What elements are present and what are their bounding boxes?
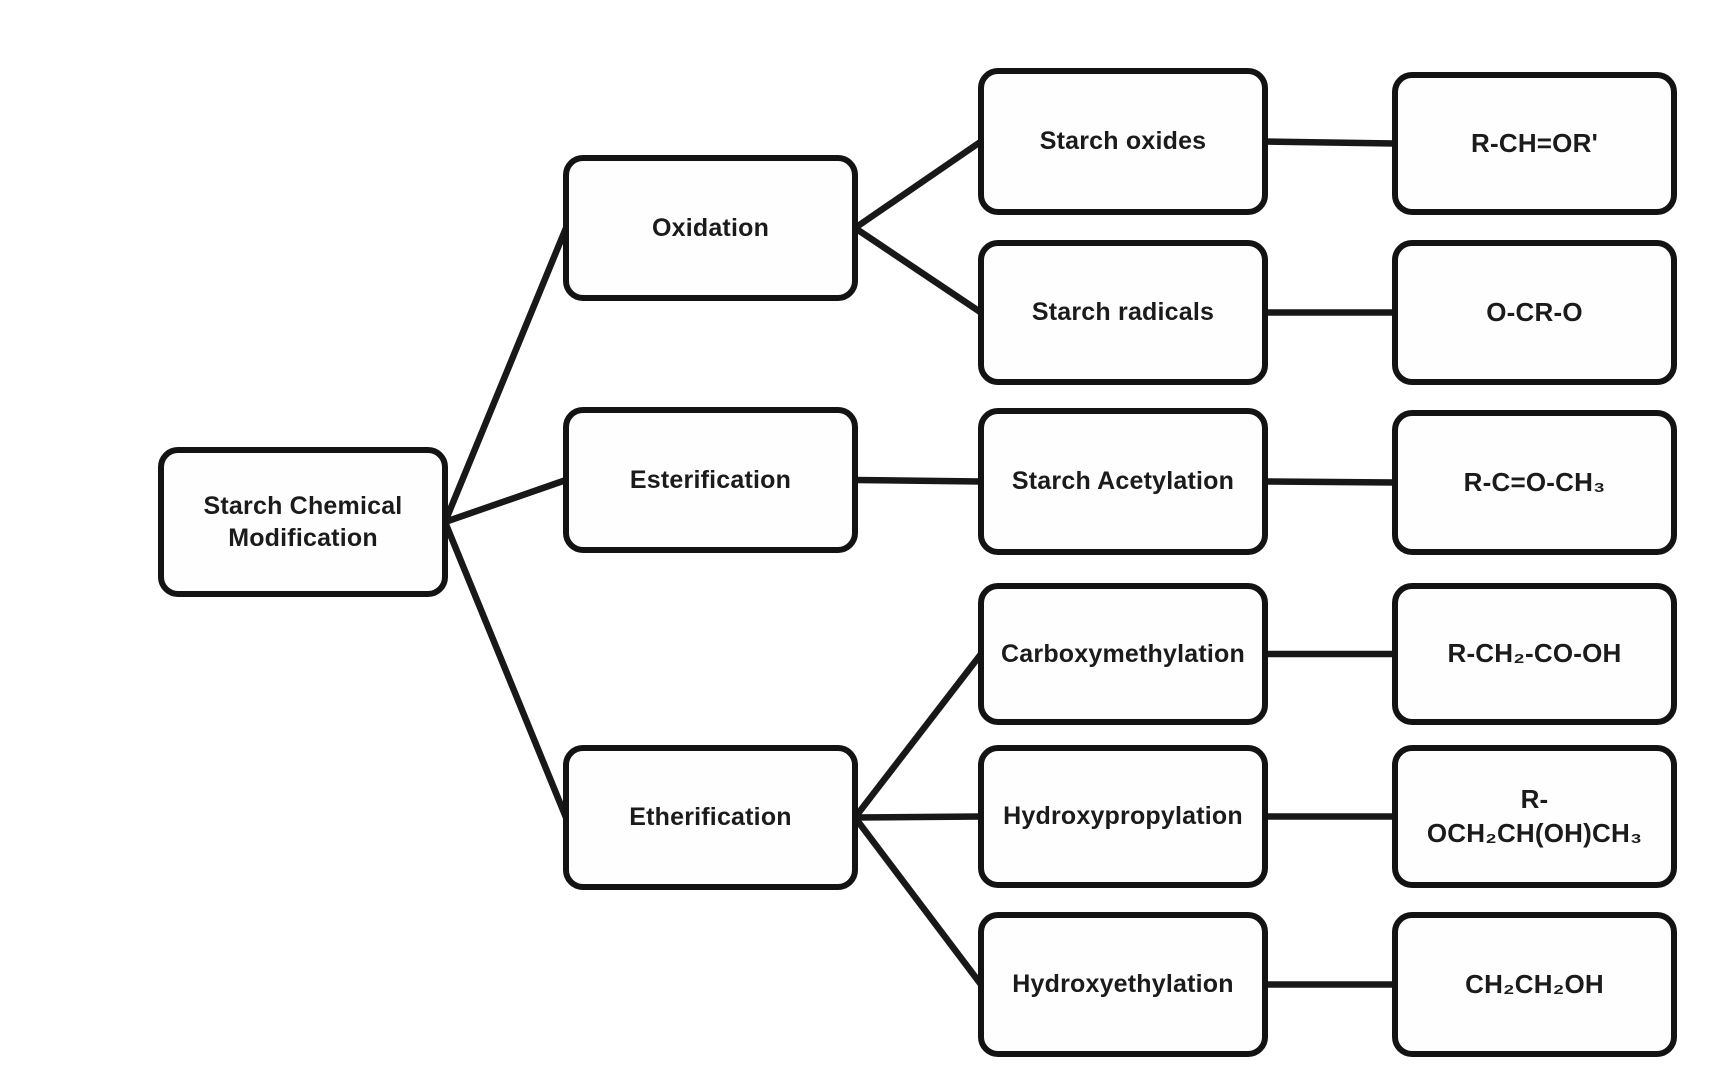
node-label: R-C=O-CH₃ bbox=[1463, 466, 1606, 497]
node-formula-o-cr-o: O-CR-O bbox=[1392, 240, 1677, 385]
connector-starch_acetylation-formula_starch_acetylation bbox=[1264, 478, 1396, 486]
connector-etherification-hydroxypropylation bbox=[854, 813, 982, 821]
node-label: Etherification bbox=[629, 803, 792, 832]
connector-oxidation-starch_radicals bbox=[853, 225, 983, 316]
node-formula-ch2ch2oh: CH₂CH₂OH bbox=[1392, 912, 1677, 1057]
node-label: CH₂CH₂OH bbox=[1465, 968, 1604, 999]
node-formula-r-ch2-co-oh: R-CH₂-CO-OH bbox=[1392, 583, 1677, 725]
node-label: Oxidation bbox=[651, 213, 770, 242]
connector-oxidation-starch_oxides bbox=[853, 138, 983, 231]
node-label: Hydroxyethylation bbox=[1012, 970, 1234, 999]
node-label: R-OCH₂CH(OH)CH₃ bbox=[1426, 783, 1643, 848]
connector-starch_oxides-formula_starch_oxides bbox=[1264, 138, 1396, 147]
connector-root-etherification bbox=[441, 520, 570, 819]
node-label: R-CH₂-CO-OH bbox=[1447, 638, 1622, 669]
node-oxidation: Oxidation bbox=[563, 155, 858, 301]
node-formula-r-c-o-ch3: R-C=O-CH₃ bbox=[1392, 410, 1677, 555]
node-formula-r-och2ch-oh-ch3: R-OCH₂CH(OH)CH₃ bbox=[1392, 745, 1677, 888]
node-label: Hydroxypropylation bbox=[1003, 802, 1243, 831]
node-starch-radicals: Starch radicals bbox=[978, 240, 1268, 385]
node-label: Carboxymethylation bbox=[1001, 639, 1245, 668]
node-esterification: Esterification bbox=[563, 407, 858, 553]
node-etherification: Etherification bbox=[563, 745, 858, 890]
node-hydroxyethylation: Hydroxyethylation bbox=[978, 912, 1268, 1057]
connector-root-oxidation bbox=[441, 226, 570, 524]
connector-etherification-hydroxyethylation bbox=[852, 815, 984, 987]
connector-etherification-carboxymethylation bbox=[852, 652, 984, 820]
node-label: Starch Chemical Modification bbox=[203, 491, 403, 553]
node-label: Esterification bbox=[629, 465, 792, 494]
connector-esterification-starch_acetylation bbox=[854, 476, 982, 485]
node-label: O-CR-O bbox=[1486, 296, 1583, 327]
node-hydroxypropylation: Hydroxypropylation bbox=[978, 745, 1268, 888]
node-formula-r-ch-or: R-CH=OR' bbox=[1392, 72, 1677, 215]
node-label: Starch Acetylation bbox=[1011, 467, 1235, 496]
node-starch-oxides: Starch oxides bbox=[978, 68, 1268, 215]
node-starch-acetylation: Starch Acetylation bbox=[978, 408, 1268, 555]
connector-root-esterification bbox=[443, 476, 568, 526]
node-label: Starch radicals bbox=[1031, 298, 1215, 327]
node-starch-chemical-modification: Starch Chemical Modification bbox=[158, 447, 448, 597]
node-carboxymethylation: Carboxymethylation bbox=[978, 583, 1268, 725]
node-label: Starch oxides bbox=[1039, 127, 1207, 156]
node-label: R-CH=OR' bbox=[1471, 127, 1598, 158]
